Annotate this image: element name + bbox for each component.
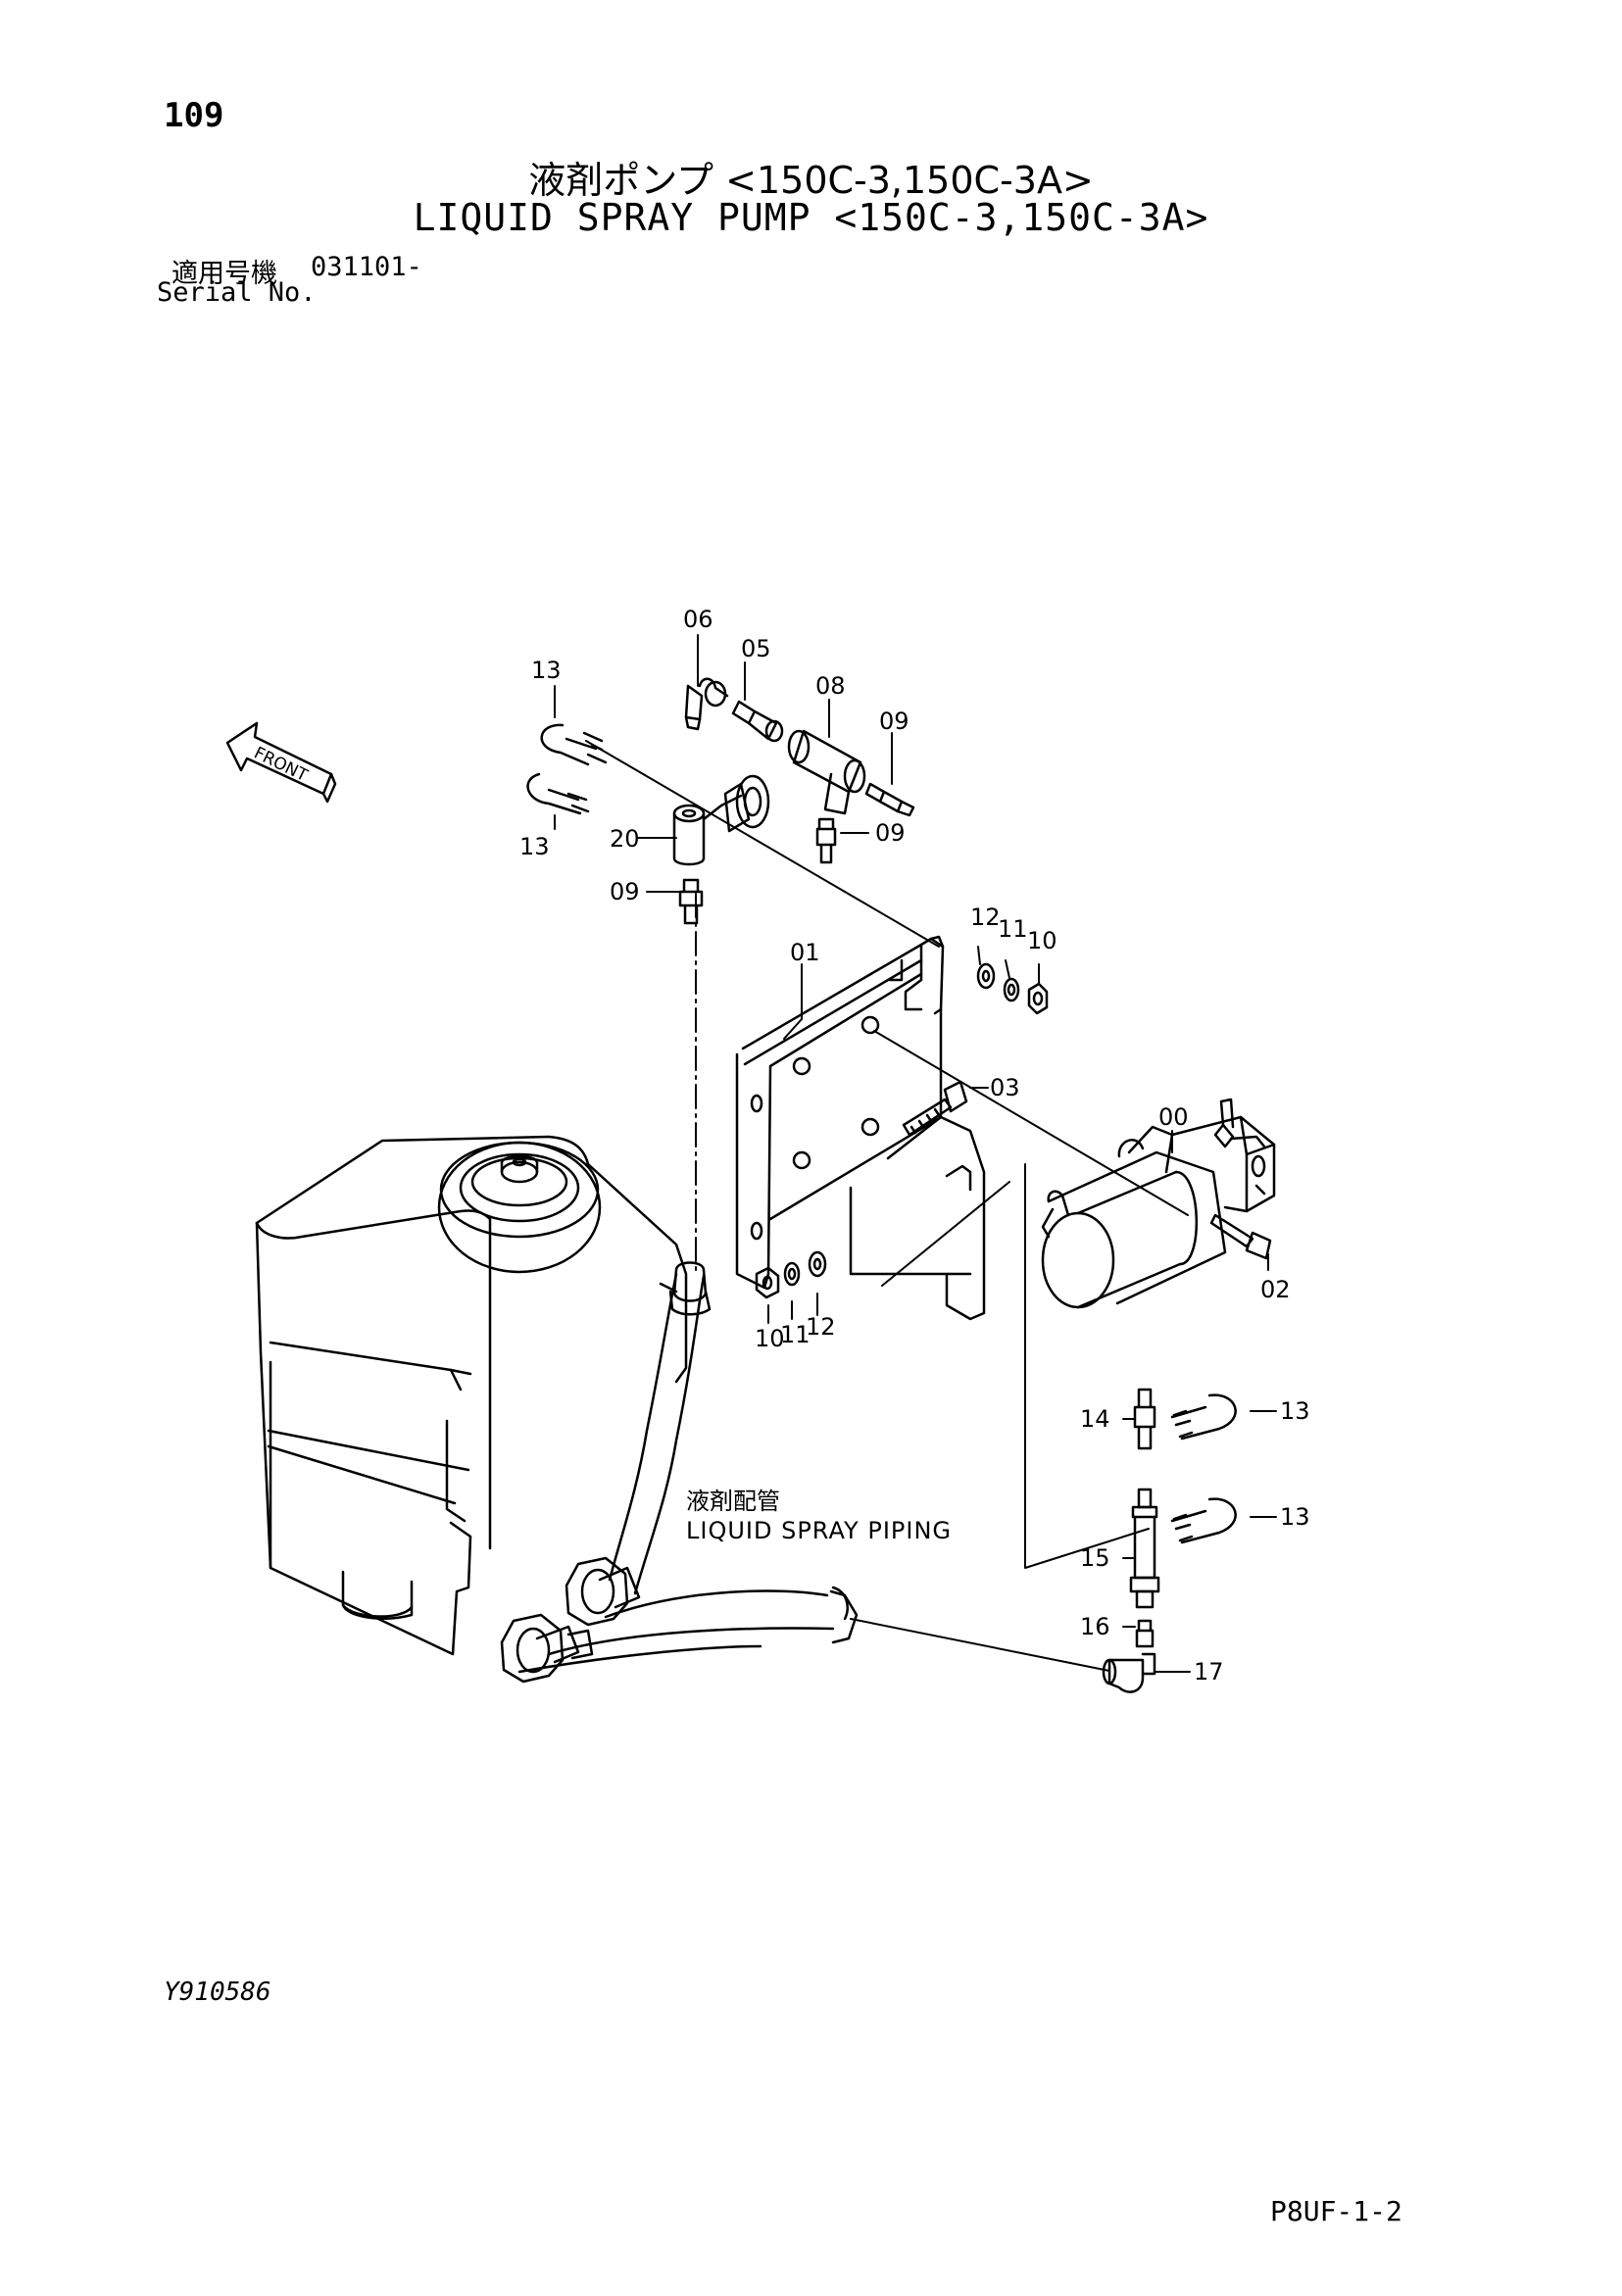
callout-13-bottom: 13: [519, 833, 550, 860]
mount-fitting-20: [672, 774, 770, 866]
u-bolt-upper: [526, 723, 608, 815]
callout-09-right: 09: [879, 708, 909, 735]
callout-13-top: 13: [531, 657, 562, 684]
callout-15: 15: [1080, 1544, 1110, 1572]
fitting-14: [1133, 1388, 1156, 1450]
connector-09-right: [864, 782, 915, 817]
leader-lines: [585, 740, 1189, 1672]
reference-code: Y910586: [164, 1978, 271, 2007]
callout-11-lower: 11: [780, 1321, 811, 1348]
callout-16: 16: [1080, 1613, 1110, 1640]
callout-12-upper: 12: [970, 904, 1001, 931]
filter-15: [1129, 1488, 1160, 1609]
connector-09-left: [678, 878, 704, 925]
tank-fittings: [500, 1556, 641, 1684]
serial-label-jp: 適用号機: [172, 259, 277, 289]
serial-label-en: Serial No.: [157, 277, 317, 308]
hose-tank-up: [608, 1261, 712, 1595]
nut-10-upper: [1027, 982, 1049, 1015]
page-number: 109: [164, 96, 224, 135]
connector-09-mid: [815, 817, 837, 864]
callout-leaders: [554, 634, 1277, 1673]
callout-09-left: 09: [610, 878, 640, 905]
washer-11-upper: [1003, 977, 1020, 1002]
callout-20: 20: [610, 825, 640, 853]
pump-assembly-00: [1041, 1098, 1276, 1309]
bolt-03: [902, 1080, 968, 1137]
piping-label-en: LIQUID SPRAY PIPING: [686, 1517, 952, 1544]
callout-08: 08: [815, 672, 846, 700]
front-arrow-icon: FRONT: [225, 721, 337, 804]
callout-10-lower: 10: [755, 1325, 785, 1352]
liquid-tank: [255, 1135, 688, 1656]
callout-13-right-lower: 13: [1280, 1503, 1310, 1531]
elbow-fitting-06: [684, 677, 729, 731]
page-title-jp: 液剤ポンプ <150C-3,150C-3A>: [528, 159, 1094, 202]
bracket-01: [735, 935, 945, 1290]
page-title-en: LIQUID SPRAY PUMP <150C-3,150C-3A>: [413, 196, 1209, 239]
piping-label-jp: 液剤配管: [686, 1488, 780, 1515]
tee-fitting-08: [787, 729, 866, 815]
callout-10-upper: 10: [1027, 927, 1057, 954]
callout-05: 05: [741, 635, 771, 662]
callout-00: 00: [1158, 1103, 1189, 1131]
callout-09-mid: 09: [875, 819, 906, 847]
callout-11-upper: 11: [998, 915, 1028, 943]
callout-06: 06: [683, 606, 713, 633]
callout-numbers: 06 05 08 09 09 09 13 13 20 12 11 10 01 0…: [519, 606, 1310, 1685]
elbow-17: [1102, 1652, 1156, 1693]
callout-02: 02: [1260, 1276, 1291, 1303]
nut-10-lower: [755, 1266, 780, 1299]
callout-17: 17: [1194, 1658, 1224, 1685]
nipple-fitting-05: [731, 700, 784, 743]
figure-code: P8UF-1-2: [1270, 2195, 1402, 2227]
washer-11-lower: [783, 1261, 801, 1287]
washer-12-upper: [976, 962, 996, 990]
u-bolt-right-upper: [1170, 1393, 1237, 1441]
callout-01: 01: [790, 939, 820, 966]
callout-14: 14: [1080, 1405, 1110, 1433]
callout-12-lower: 12: [806, 1313, 836, 1341]
callout-03: 03: [990, 1074, 1020, 1101]
bolt-02: [1209, 1213, 1272, 1260]
hose-tank-bottom: [517, 1586, 859, 1674]
bracket-lower: [849, 1115, 986, 1321]
u-bolt-right-lower: [1170, 1497, 1237, 1544]
serial-value: 031101-: [311, 252, 422, 282]
fitting-16: [1135, 1619, 1155, 1648]
callout-13-right-upper: 13: [1280, 1397, 1310, 1425]
washer-12-lower: [808, 1250, 827, 1278]
